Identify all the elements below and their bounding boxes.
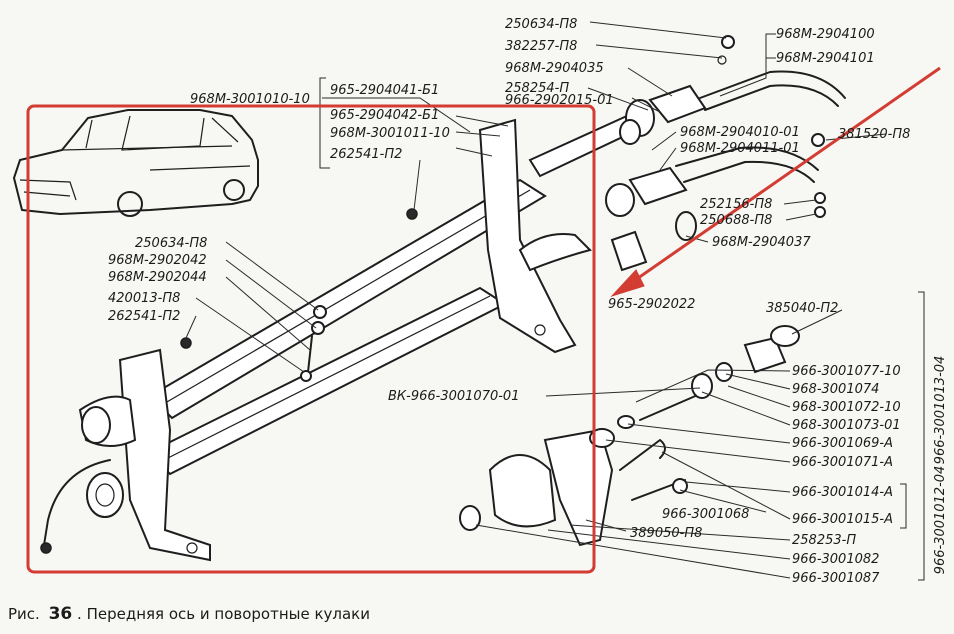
leader-lines <box>185 21 925 581</box>
part-label: 968-3001074 <box>792 382 879 397</box>
part-label: 968М-2904100 <box>776 27 875 42</box>
part-label: 966-3001077-10 <box>792 364 901 379</box>
part-label: 252156-П8 <box>700 197 772 212</box>
part-label: 966-3001015-А <box>792 512 893 527</box>
part-label: 968М-2904010-01 <box>680 125 800 140</box>
part-label: 966-3001087 <box>792 571 880 586</box>
part-label: 258254-П <box>505 81 569 96</box>
part-labels: 250634-П8 382257-П8 968М-2904035 258254-… <box>108 17 948 586</box>
caption-text: . Передняя ось и поворотные кулаки <box>77 605 370 623</box>
part-label: 966-3001071-А <box>792 455 893 470</box>
part-label: 965-2904042-Б1 <box>330 108 439 123</box>
part-label: 389050-П8 <box>630 526 702 541</box>
part-label: 966-3001014-А <box>792 485 893 500</box>
part-label: 968М-3001010-10 <box>190 92 310 107</box>
part-label: 968М-2902042 <box>108 253 207 268</box>
svg-text:Рис. 36 . Передняя: Рис. 36 . Передняя ось и поворотные кула… <box>8 604 370 624</box>
part-label: 250688-П8 <box>700 213 772 228</box>
part-label: 968М-2904101 <box>776 51 875 66</box>
part-label: 385040-П2 <box>766 301 838 316</box>
part-label: 968-3001072-10 <box>792 400 901 415</box>
part-label: 420013-П8 <box>108 291 180 306</box>
group-label-vertical: 966-3001012-04 <box>933 466 948 575</box>
part-label: 968-3001073-01 <box>792 418 901 433</box>
caption-prefix: Рис. <box>8 605 40 623</box>
part-label: 965-2902022 <box>608 297 695 312</box>
axle-beam <box>40 118 577 562</box>
part-label: 250634-П8 <box>135 236 207 251</box>
part-label: 968М-2904011-01 <box>680 141 800 156</box>
part-label: ВК-966-3001070-01 <box>388 389 519 404</box>
red-annotation <box>26 66 941 574</box>
torsion-shafts <box>518 35 846 272</box>
part-label: 381520-П8 <box>838 127 910 142</box>
part-label: 966-2902015-01 <box>505 93 614 108</box>
part-label: 968М-2904037 <box>712 235 811 250</box>
car-illustration <box>13 109 259 217</box>
part-label: 968М-3001011-10 <box>330 126 450 141</box>
highlight-arrow <box>617 66 941 294</box>
part-label: 966-3001069-А <box>792 436 893 451</box>
figure-caption: Рис. 36 . Передняя ось и поворотные кула… <box>8 604 370 624</box>
part-label: 968М-2904035 <box>505 61 604 76</box>
part-label: 262541-П2 <box>108 309 180 324</box>
part-label: 965-2904041-Б1 <box>330 83 439 98</box>
part-label: 262541-П2 <box>330 147 402 162</box>
group-label-vertical: 966-3001013-04 <box>933 356 948 465</box>
part-label: 968М-2902044 <box>108 270 207 285</box>
highlight-arrowhead <box>610 269 645 298</box>
part-label: 382257-П8 <box>505 39 577 54</box>
part-label: 250634-П8 <box>505 17 577 32</box>
caption-number: 36 <box>49 604 73 624</box>
highlight-rectangle <box>26 104 596 574</box>
part-label: 966-3001068 <box>662 507 749 522</box>
part-label: 966-3001082 <box>792 552 879 567</box>
part-label: 258253-П <box>792 533 856 548</box>
